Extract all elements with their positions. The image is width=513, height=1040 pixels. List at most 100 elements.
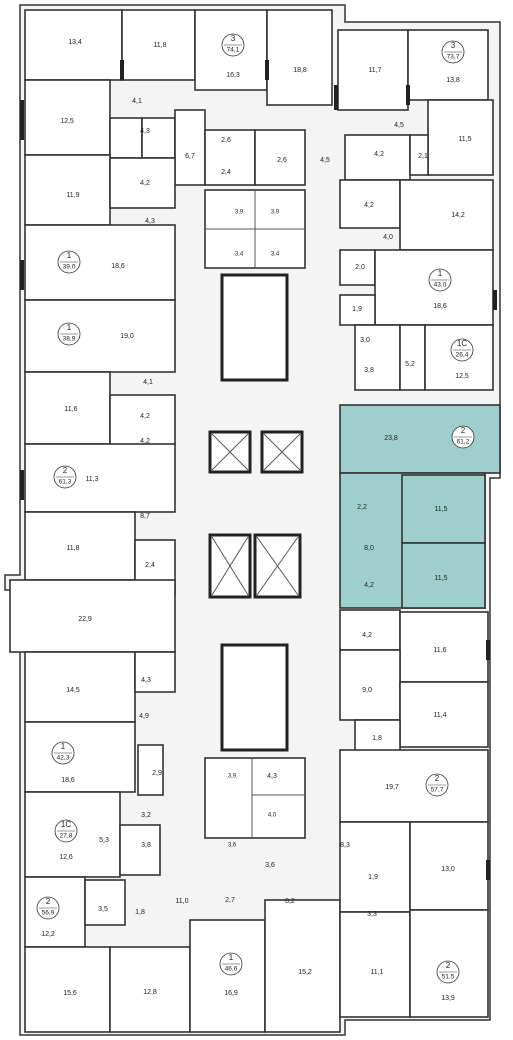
room[interactable] bbox=[24, 154, 111, 226]
room[interactable] bbox=[189, 919, 266, 1033]
apartment-area: 51,5 bbox=[442, 974, 455, 981]
room-area-label: 6,7 bbox=[185, 153, 195, 160]
room[interactable] bbox=[254, 129, 306, 186]
room[interactable] bbox=[264, 899, 341, 1033]
room[interactable] bbox=[24, 224, 176, 301]
room-area-label: 4,2 bbox=[374, 151, 384, 158]
room-area-label: 1,8 bbox=[372, 735, 382, 742]
room[interactable] bbox=[339, 649, 401, 721]
room[interactable] bbox=[24, 9, 123, 81]
room[interactable] bbox=[9, 579, 176, 653]
room[interactable] bbox=[399, 681, 489, 748]
room-area-label: 12,5 bbox=[455, 373, 469, 380]
room-area-label: 4,0 bbox=[383, 234, 393, 241]
apartment-rooms: 1С bbox=[457, 339, 467, 348]
apartment-rooms: 1 bbox=[67, 251, 72, 260]
apartment-rooms: 3 bbox=[451, 41, 456, 50]
room[interactable] bbox=[24, 511, 136, 581]
room-area-label: 12,5 bbox=[60, 118, 74, 125]
selected-apartment-room[interactable] bbox=[339, 404, 501, 474]
apartment-area: 73,7 bbox=[447, 54, 460, 61]
room-area-label: 3,3 bbox=[367, 911, 377, 918]
apartment-badge[interactable]: 1С 26,4 bbox=[450, 338, 474, 362]
room[interactable] bbox=[109, 117, 143, 159]
room-area-label: 14,2 bbox=[451, 212, 465, 219]
apartment-badge[interactable]: 3 73,7 bbox=[441, 40, 465, 64]
room[interactable] bbox=[337, 29, 409, 111]
room[interactable] bbox=[119, 824, 161, 876]
selected-apartment-room[interactable] bbox=[401, 542, 486, 609]
room-area-label: 3,2 bbox=[141, 812, 151, 819]
room[interactable] bbox=[339, 749, 489, 823]
room[interactable] bbox=[109, 946, 191, 1033]
room[interactable] bbox=[134, 651, 176, 693]
apartment-badge[interactable]: 1 38,9 bbox=[57, 322, 81, 346]
room[interactable] bbox=[266, 9, 333, 106]
room[interactable] bbox=[109, 394, 176, 446]
apartment-badge[interactable]: 2 56,9 bbox=[36, 896, 60, 920]
room[interactable] bbox=[354, 324, 401, 391]
room[interactable] bbox=[24, 371, 111, 445]
room[interactable] bbox=[399, 324, 426, 391]
room[interactable] bbox=[174, 109, 206, 186]
room-area-label: 11,7 bbox=[368, 67, 381, 74]
apartment-badge[interactable]: 1 42,3 bbox=[51, 741, 75, 765]
room[interactable] bbox=[24, 79, 111, 156]
apartment-area: 39,0 bbox=[63, 264, 76, 271]
room[interactable] bbox=[137, 744, 164, 796]
stair-top bbox=[220, 273, 289, 382]
apartment-badge[interactable]: 1 46,6 bbox=[219, 952, 243, 976]
room[interactable] bbox=[339, 609, 401, 651]
room-area-label: 11,4 bbox=[433, 712, 446, 719]
apartment-badges: 3 74,1 3 73,7 1 39,0 1 43,0 1 38,9 bbox=[36, 33, 475, 984]
room[interactable] bbox=[339, 821, 411, 913]
apartment-badge[interactable]: 1С 27,8 bbox=[54, 819, 78, 843]
room-labels: 13,4 11,8 16,3 18,8 11,7 13,8 4,1 12,5 4… bbox=[41, 39, 471, 1002]
apartment-area: 42,3 bbox=[57, 755, 70, 762]
room[interactable] bbox=[24, 299, 176, 373]
room-area-label: 1,8 bbox=[135, 909, 145, 916]
room[interactable] bbox=[141, 117, 176, 159]
apartment-area: 61,2 bbox=[457, 439, 470, 446]
room[interactable] bbox=[84, 879, 126, 926]
room-area-label: 3,4 bbox=[271, 252, 280, 258]
room[interactable] bbox=[374, 249, 494, 326]
room-area-label: 12,8 bbox=[143, 989, 157, 996]
room[interactable] bbox=[399, 611, 489, 683]
room[interactable] bbox=[339, 911, 411, 1018]
room[interactable] bbox=[339, 294, 376, 326]
room[interactable] bbox=[427, 99, 494, 176]
room[interactable] bbox=[24, 651, 136, 723]
room-area-label: 11,8 bbox=[153, 42, 166, 49]
room[interactable] bbox=[409, 821, 489, 911]
room[interactable] bbox=[399, 179, 494, 251]
room-area-label: 8,3 bbox=[340, 842, 350, 849]
room-area-label: 1,9 bbox=[352, 306, 362, 313]
apartment-badge[interactable]: 2 51,5 bbox=[436, 960, 460, 984]
apartment-badge-selected[interactable]: 2 61,2 bbox=[451, 425, 475, 449]
apartment-badge[interactable]: 2 61,3 bbox=[53, 465, 77, 489]
apartment-badge[interactable]: 2 57,7 bbox=[425, 773, 449, 797]
room[interactable] bbox=[121, 9, 196, 81]
room-area-label: 11,5 bbox=[458, 136, 471, 143]
room[interactable] bbox=[24, 946, 111, 1033]
apartment-rooms: 2 bbox=[435, 774, 440, 783]
apartment-rooms: 1С bbox=[61, 820, 71, 829]
room[interactable] bbox=[339, 179, 401, 229]
room[interactable] bbox=[24, 721, 136, 793]
room-area-label: 1,9 bbox=[368, 874, 378, 881]
room[interactable] bbox=[24, 443, 176, 513]
apartment-badge[interactable]: 3 74,1 bbox=[221, 33, 245, 57]
room-area-label: 4,0 bbox=[268, 813, 277, 819]
apartment-rooms: 3 bbox=[231, 34, 236, 43]
room[interactable] bbox=[409, 134, 429, 176]
room[interactable] bbox=[109, 157, 176, 209]
room[interactable] bbox=[407, 29, 489, 101]
apartment-badge[interactable]: 1 43,0 bbox=[428, 268, 452, 292]
apartment-badge[interactable]: 1 39,0 bbox=[57, 250, 81, 274]
room-area-label: 3,6 bbox=[228, 843, 237, 849]
room-area-label: 12,6 bbox=[59, 854, 73, 861]
room-area-label: 18,8 bbox=[293, 67, 307, 74]
room-area-label: 2,1 bbox=[418, 153, 428, 160]
